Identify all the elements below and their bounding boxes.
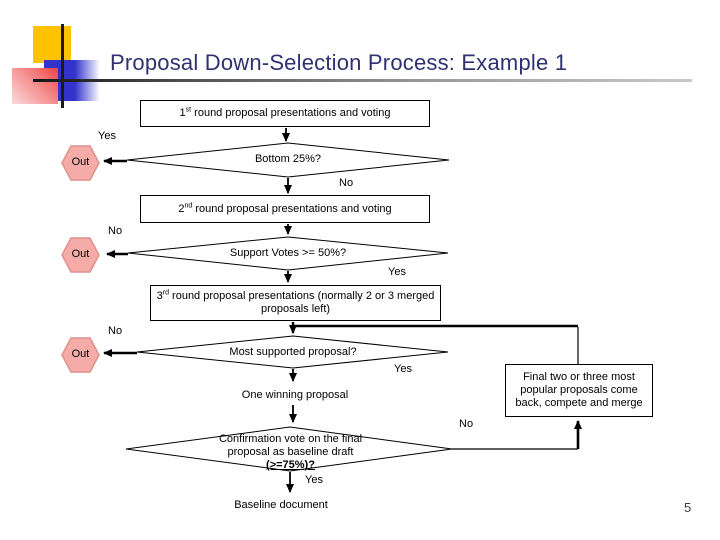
- round1-text: 1st round proposal presentations and vot…: [179, 106, 391, 119]
- decision2-label: Support Votes >= 50%?: [229, 247, 347, 259]
- out2-hexagon: [61, 237, 100, 273]
- baseline-document-text: Baseline document: [234, 499, 328, 511]
- decision1-diamond: [126, 142, 450, 178]
- decision3-diamond: [136, 335, 449, 369]
- round1-box: 1st round proposal presentations and vot…: [140, 100, 430, 127]
- page-title: Proposal Down-Selection Process: Example…: [110, 50, 568, 75]
- title-underline-rule: [33, 79, 692, 82]
- out2-label: Out: [71, 248, 90, 260]
- branch-no-decision1: No: [339, 177, 354, 189]
- decision4-diamond: [125, 426, 453, 472]
- decision2-diamond: [127, 236, 449, 271]
- round3-text: 3rd round proposal presentations (normal…: [156, 289, 435, 315]
- decision1-label: Bottom 25%?: [254, 153, 322, 165]
- page-number: 5: [684, 500, 692, 515]
- out1-hexagon: [61, 145, 100, 181]
- final-merge-text: Final two or three most popular proposal…: [515, 371, 643, 409]
- branch-yes-decision4: Yes: [305, 474, 323, 486]
- decision4-threshold: (>=75%)?: [266, 459, 315, 471]
- decision4-label: Confirmation vote on the final proposal …: [203, 433, 378, 472]
- decor-pink-square: [12, 68, 58, 104]
- round2-box: 2nd round proposal presentations and vot…: [140, 195, 430, 223]
- branch-no-decision2: No: [108, 225, 123, 237]
- round2-text: 2nd round proposal presentations and vot…: [178, 201, 392, 215]
- decision3-label: Most supported proposal?: [229, 346, 357, 358]
- branch-yes-decision1: Yes: [98, 130, 116, 142]
- branch-no-decision4: No: [459, 418, 474, 430]
- decor-vertical-line: [61, 24, 64, 108]
- branch-yes-decision3: Yes: [394, 363, 412, 375]
- out3-hexagon: [61, 337, 100, 373]
- one-winning-proposal-text: One winning proposal: [241, 389, 349, 401]
- final-merge-box: Final two or three most popular proposal…: [505, 364, 653, 417]
- out3-label: Out: [71, 348, 90, 360]
- decor-yellow-square: [33, 26, 71, 63]
- decision4-question: Confirmation vote on the final proposal …: [218, 433, 363, 458]
- round3-box: 3rd round proposal presentations (normal…: [150, 285, 441, 321]
- branch-no-decision3: No: [108, 325, 123, 337]
- branch-yes-decision2: Yes: [388, 266, 406, 278]
- out1-label: Out: [71, 156, 90, 168]
